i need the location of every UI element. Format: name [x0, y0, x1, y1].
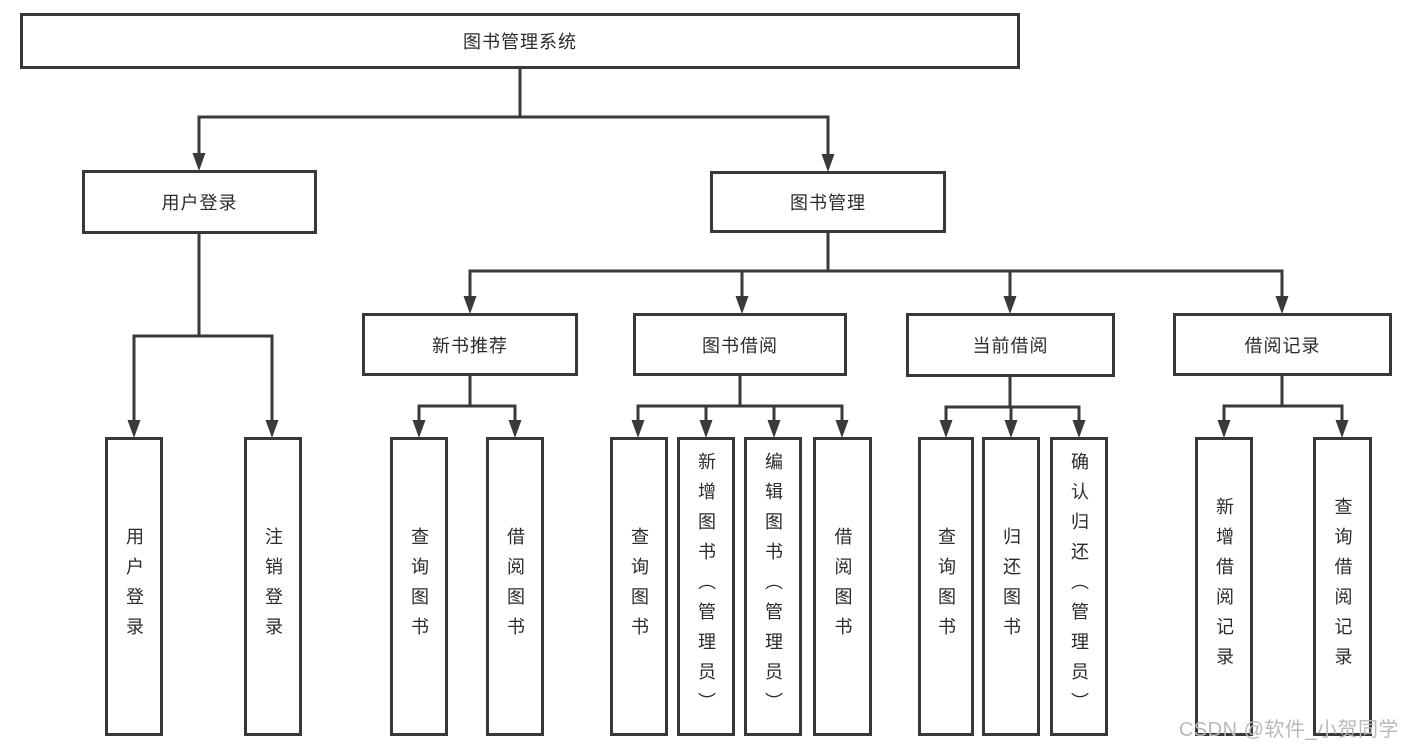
node-leaf-records-add-record: 新增借阅记录 — [1195, 437, 1253, 736]
node-leaf-current-return-books: 归还图书 — [982, 437, 1040, 736]
node-new-book-recommend-label: 新书推荐 — [432, 335, 508, 356]
arrowhead — [192, 153, 206, 171]
node-current-borrow: 当前借阅 — [906, 313, 1115, 377]
node-book-borrow: 图书借阅 — [633, 313, 847, 376]
node-leaf-user-login-label: 用户登录 — [124, 526, 144, 647]
node-leaf-borrow-edit-books-admin: 编辑图书（管理员） — [744, 437, 802, 736]
arrowhead — [735, 296, 749, 314]
node-leaf-recommend-borrow-books-label: 借阅图书 — [505, 526, 525, 647]
arrowhead — [767, 420, 781, 438]
arrowhead — [265, 420, 279, 438]
node-leaf-user-login: 用户登录 — [105, 437, 163, 736]
arrowhead — [699, 420, 713, 438]
node-user-login: 用户登录 — [82, 170, 317, 234]
arrowhead — [835, 420, 849, 438]
node-leaf-logout-label: 注销登录 — [263, 526, 283, 647]
node-leaf-logout: 注销登录 — [244, 437, 302, 736]
node-leaf-borrow-borrow-books-label: 借阅图书 — [832, 526, 853, 647]
arrowhead — [631, 420, 645, 438]
arrowhead — [1004, 420, 1018, 438]
node-leaf-borrow-add-books-admin: 新增图书（管理员） — [677, 437, 735, 736]
arrowhead — [1217, 420, 1231, 438]
node-leaf-current-confirm-return-admin: 确认归还（管理员） — [1050, 437, 1108, 736]
node-leaf-recommend-borrow-books: 借阅图书 — [486, 437, 544, 736]
node-leaf-current-query-books: 查询图书 — [918, 437, 974, 736]
node-leaf-borrow-query-books-label: 查询图书 — [629, 526, 649, 647]
arrowhead — [463, 296, 477, 314]
node-leaf-current-confirm-return-admin-label: 确认归还（管理员） — [1069, 451, 1089, 722]
arrowhead — [1335, 420, 1349, 438]
node-leaf-borrow-edit-books-admin-label: 编辑图书（管理员） — [763, 451, 783, 722]
node-borrow-records: 借阅记录 — [1173, 313, 1392, 376]
node-leaf-borrow-add-books-admin-label: 新增图书（管理员） — [696, 451, 716, 722]
node-leaf-records-add-record-label: 新增借阅记录 — [1214, 496, 1234, 677]
node-root: 图书管理系统 — [20, 13, 1020, 69]
arrowhead — [508, 420, 522, 438]
node-leaf-current-query-books-label: 查询图书 — [936, 526, 956, 647]
node-leaf-recommend-query-books-label: 查询图书 — [409, 526, 429, 647]
arrowhead — [412, 420, 426, 438]
arrowhead — [939, 420, 953, 438]
node-root-label: 图书管理系统 — [463, 32, 577, 52]
arrowhead — [1072, 420, 1086, 438]
node-book-borrow-label: 图书借阅 — [702, 335, 778, 356]
arrowhead — [1003, 296, 1017, 314]
node-leaf-recommend-query-books: 查询图书 — [390, 437, 448, 736]
node-leaf-borrow-borrow-books: 借阅图书 — [813, 437, 872, 736]
node-user-login-label: 用户登录 — [161, 193, 238, 213]
node-leaf-records-query-record: 查询借阅记录 — [1313, 437, 1372, 736]
node-leaf-borrow-query-books: 查询图书 — [610, 437, 668, 736]
node-borrow-records-label: 借阅记录 — [1244, 335, 1321, 356]
node-new-book-recommend: 新书推荐 — [362, 313, 578, 376]
watermark: CSDN @软件_小贺同学 — [1178, 719, 1399, 741]
arrowhead — [127, 420, 141, 438]
node-leaf-records-query-record-label: 查询借阅记录 — [1332, 496, 1353, 677]
node-book-management: 图书管理 — [710, 171, 946, 233]
node-leaf-current-return-books-label: 归还图书 — [1001, 526, 1021, 647]
arrowhead — [821, 154, 835, 172]
node-book-management-label: 图书管理 — [790, 193, 866, 213]
node-current-borrow-label: 当前借阅 — [972, 336, 1049, 356]
arrowhead — [1275, 296, 1289, 314]
